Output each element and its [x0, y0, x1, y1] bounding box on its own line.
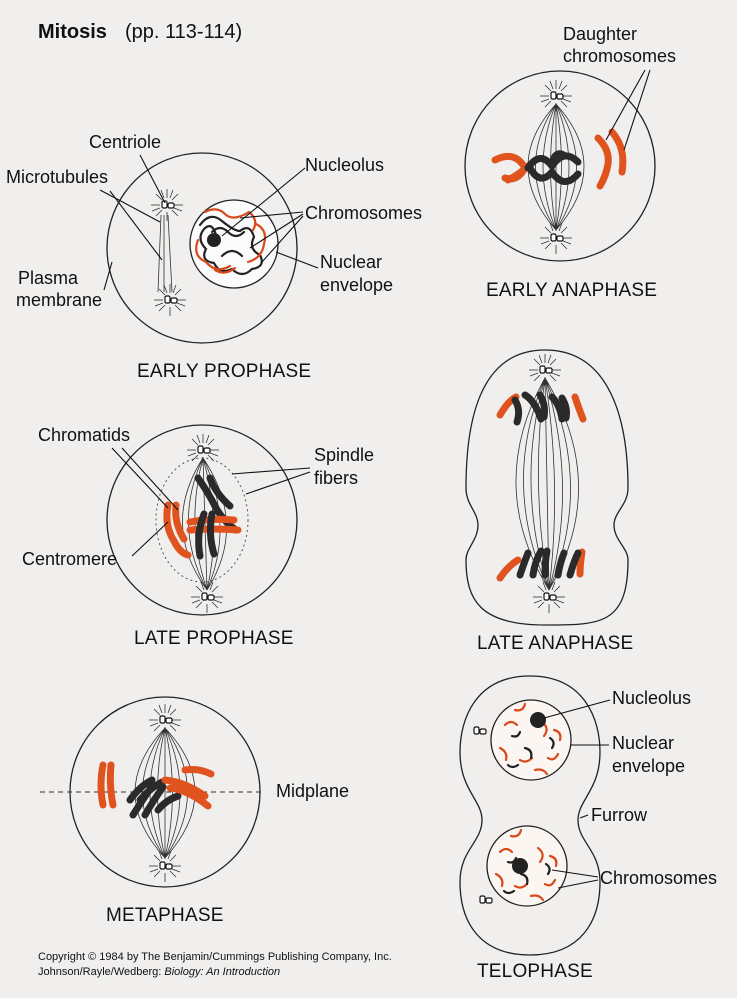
label-telophase-nuclear-envelope-1: Nuclear	[612, 733, 674, 753]
copyright-book: Biology: An Introduction	[164, 966, 280, 978]
nucleolus-dot	[207, 233, 221, 247]
label-chromosomes: Chromosomes	[305, 203, 422, 223]
label-spindle-fibers-2: fibers	[314, 468, 358, 488]
label-nuclear-envelope-1: Nuclear	[320, 252, 382, 272]
label-plasma-membrane-1: Plasma	[18, 268, 79, 288]
label-daughter-chromosomes-2: chromosomes	[563, 46, 676, 66]
label-midplane: Midplane	[276, 781, 349, 801]
label-telophase-chromosomes: Chromosomes	[600, 868, 717, 888]
aster-icon	[153, 283, 187, 317]
label-spindle-fibers-1: Spindle	[314, 445, 374, 465]
centriole-icon	[150, 188, 184, 222]
caption-late-anaphase: LATE ANAPHASE	[477, 633, 633, 654]
telophase-diagram	[459, 675, 601, 956]
label-centromere: Centromere	[22, 549, 117, 569]
label-centriole: Centriole	[89, 132, 161, 152]
caption-metaphase: METAPHASE	[106, 905, 224, 926]
early-anaphase-cell	[464, 70, 656, 262]
copyright-line-1: Copyright © 1984 by The Benjamin/Cumming…	[38, 951, 392, 963]
plasma-membrane-outline	[106, 152, 298, 344]
caption-early-anaphase: EARLY ANAPHASE	[486, 280, 657, 301]
label-chromatids: Chromatids	[38, 425, 130, 445]
late-prophase-diagram	[106, 424, 298, 616]
label-nuclear-envelope-2: envelope	[320, 275, 393, 295]
copyright-authors: Johnson/Rayle/Wedberg:	[38, 966, 164, 978]
title-pages: (pp. 113-114)	[125, 21, 242, 43]
early-anaphase-diagram	[464, 70, 656, 262]
late-prophase-cell	[106, 424, 298, 616]
label-microtubules: Microtubules	[6, 167, 108, 187]
metaphase-diagram	[40, 696, 262, 888]
label-plasma-membrane-2: membrane	[16, 290, 102, 310]
label-telophase-nucleolus: Nucleolus	[612, 688, 691, 708]
telophase-cell	[459, 675, 601, 956]
early-prophase-diagram	[106, 152, 298, 344]
label-telophase-nuclear-envelope-2: envelope	[612, 756, 685, 776]
caption-early-prophase: EARLY PROPHASE	[137, 361, 311, 382]
caption-telophase: TELOPHASE	[477, 961, 593, 982]
late-anaphase-cell	[465, 349, 629, 626]
label-nucleolus: Nucleolus	[305, 155, 384, 175]
copyright-line-2: Johnson/Rayle/Wedberg: Biology: An Intro…	[38, 966, 280, 978]
caption-late-prophase: LATE PROPHASE	[134, 628, 294, 649]
label-furrow: Furrow	[591, 805, 648, 825]
title-bold: Mitosis	[38, 21, 107, 43]
label-daughter-chromosomes-1: Daughter	[563, 24, 637, 44]
late-anaphase-diagram	[465, 349, 629, 626]
